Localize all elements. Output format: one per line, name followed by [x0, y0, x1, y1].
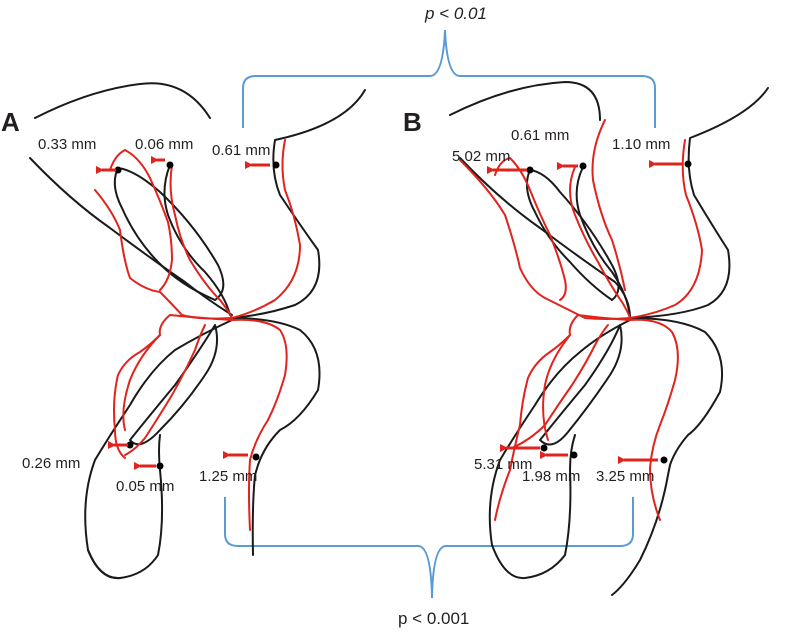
b-soft-lower-after [629, 318, 679, 521]
panel-b-tracings [449, 81, 769, 596]
a-upper-tooth-outline [29, 157, 233, 316]
panel-a-tracings [29, 82, 366, 580]
b-lower-inner-after [542, 334, 571, 441]
b-lower-tooth-outline [488, 319, 631, 580]
a-lower-incisor [129, 324, 218, 446]
b-lower-incisor [539, 324, 623, 446]
b-upper-lip-contour [449, 81, 601, 121]
b-soft-upper-label: 1.10 mm [612, 136, 670, 153]
b-upper-lip-post-label: 0.61 mm [511, 127, 569, 144]
a-lower-inner-after [122, 334, 161, 431]
b-soft-tissue-upper [629, 87, 769, 319]
b-upper-inner [575, 166, 631, 319]
top-p-label: p < 0.01 [424, 4, 487, 23]
a-soft-lower-after [231, 318, 288, 531]
b-lower-lip-after [494, 314, 631, 521]
b-lower-incisor-after [511, 324, 609, 449]
a-lower-lip-ant-label: 0.26 mm [22, 455, 80, 472]
a-soft-tissue-upper [231, 89, 366, 319]
b-soft-tissue-lower [611, 317, 724, 596]
a-soft-tissue-lower [231, 317, 321, 556]
b-upper-incisor-after [494, 157, 567, 301]
a-lower-lip-after [113, 314, 233, 459]
panel-a-landmarks [114, 161, 280, 470]
a-lower-tooth-outline [84, 319, 233, 580]
a-upper-incisor [113, 167, 225, 301]
b-upper-lip-ant-label: 5.02 mm [452, 148, 510, 165]
bottom-p-label: p < 0.001 [398, 609, 469, 628]
a-lower-incisor-after [124, 324, 206, 456]
a-upper-lip-ant-label: 0.33 mm [38, 136, 96, 153]
a-soft-upper-label: 0.61 mm [212, 142, 270, 159]
b-upper-mid-after [569, 166, 631, 319]
panel-a-arrows [96, 156, 270, 470]
a-chin-base [87, 549, 122, 580]
panel-label-b: B [403, 107, 422, 137]
bottom-bracket [224, 497, 634, 599]
a-soft-upper-after [231, 139, 301, 319]
panel-b-arrows [487, 160, 682, 464]
b-lower-lip-post-label: 1.98 mm [522, 468, 580, 485]
a-upper-lip-post-label: 0.06 mm [135, 136, 193, 153]
a-lower-lip-post-label: 0.05 mm [116, 478, 174, 495]
b-upper-post-after [591, 119, 626, 291]
a-upper-mid-after [169, 164, 233, 319]
top-bracket [242, 29, 656, 128]
a-upper-incisor-after [109, 149, 173, 291]
b-soft-upper-after [629, 139, 703, 319]
b-soft-lower-label: 3.25 mm [596, 468, 654, 485]
b-upper-incisor [525, 169, 620, 301]
a-upper-lip-contour [34, 82, 211, 119]
panel-b-landmarks [526, 160, 692, 464]
b-upper-lip-after [459, 159, 631, 320]
a-soft-lower-label: 1.25 mm [199, 468, 257, 485]
panel-label-a: A [1, 107, 20, 137]
b-lower-lip-ant-label: 5.31 mm [474, 456, 532, 473]
